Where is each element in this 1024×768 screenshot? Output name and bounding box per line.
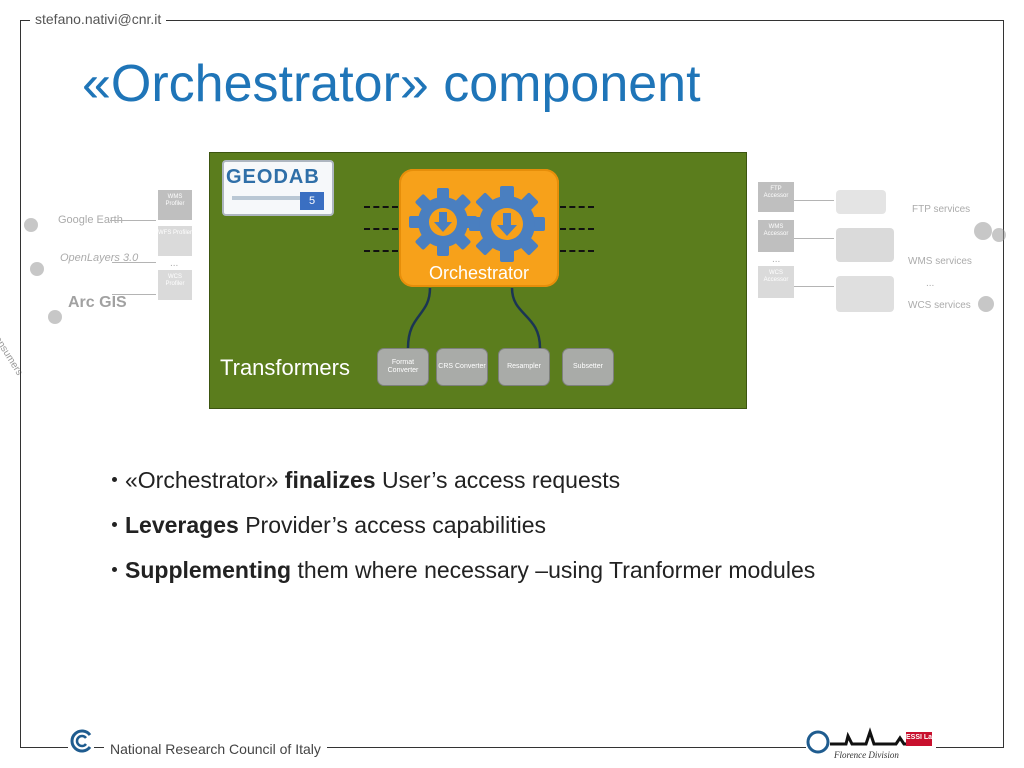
provider-user-icon	[974, 222, 992, 240]
bullet-text: Provider’s access capabilities	[238, 512, 547, 538]
geodab-logo-tagline	[232, 196, 322, 200]
client-arcgis: Arc GIS	[68, 294, 127, 311]
accessor-ellipsis: ...	[772, 254, 781, 265]
connector-line	[794, 200, 834, 201]
bullet-item: «Orchestrator» finalizes User’s access r…	[112, 458, 815, 503]
frame-top-line	[20, 20, 1004, 21]
bullet-bold-text: finalizes	[284, 467, 376, 493]
accessor-wcs: WCS Accessor	[758, 266, 794, 298]
client-google-earth: Google Earth	[58, 214, 123, 226]
bullet-text: User’s access requests	[375, 467, 621, 493]
bullet-list: «Orchestrator» finalizes User’s access r…	[112, 458, 815, 593]
consumers-section: Data consumers Google Earth OpenLayers 3…	[0, 170, 205, 380]
bullet-text: them where necessary –using Tranformer m…	[291, 557, 816, 583]
transformer-resampler: Resampler	[498, 348, 550, 386]
server-cluster-icon	[836, 228, 894, 262]
dashed-line	[560, 250, 594, 252]
bullet-item: Leverages Provider’s access capabilities	[112, 503, 815, 548]
service-wcs: WCS services	[908, 300, 971, 311]
bullet-dot	[112, 567, 117, 573]
frame-left-line	[20, 20, 21, 748]
connector-line	[112, 262, 156, 263]
bullet-text: «Orchestrator»	[125, 467, 285, 493]
server-cluster-icon	[836, 276, 894, 312]
dashed-line	[364, 228, 398, 230]
footer-organization: National Research Council of Italy	[104, 740, 327, 758]
frame-bottom-line	[20, 747, 1004, 748]
bullet-bold-text: Leverages	[125, 512, 239, 538]
gears-icon	[409, 186, 545, 262]
connector-line	[794, 286, 834, 287]
connector-line	[112, 294, 156, 295]
orchestrator-label: Orchestrator	[428, 263, 530, 283]
profiler-wms: WMS Profiler	[158, 190, 192, 220]
florence-division-logo: Florence Division	[806, 722, 936, 762]
transformers-label: Transformers	[220, 355, 350, 380]
dashed-line	[560, 206, 594, 208]
bullet-item: Supplementing them where necessary –usin…	[112, 548, 815, 593]
bullet-bold-text: Supplementing	[125, 557, 292, 583]
server-cluster-icon	[836, 190, 886, 214]
transformer-subsetter: Subsetter	[562, 348, 614, 386]
geodab-logo-badge: 5	[300, 192, 324, 210]
cable-connectors	[406, 287, 542, 349]
user-icon	[24, 218, 38, 232]
service-ftp: FTP services	[912, 204, 971, 215]
connector-line	[794, 238, 834, 239]
user-icon	[48, 310, 62, 324]
user-icon	[30, 262, 44, 276]
dashed-line	[364, 250, 398, 252]
svg-text:Florence Division: Florence Division	[833, 750, 899, 760]
connector-line	[110, 220, 156, 221]
slide-title: «Orchestrator» component	[82, 55, 701, 113]
essi-lab-text: ESSI Lab	[906, 734, 937, 741]
gear-icon	[469, 186, 545, 262]
bullet-dot	[112, 477, 117, 483]
gear-icon	[409, 188, 477, 256]
providers-section: FTP Accessor WMS Accessor ... WCS Access…	[752, 178, 1024, 338]
service-wms: WMS services	[908, 256, 972, 267]
provider-user-icon	[978, 296, 994, 312]
profiler-ellipsis: ...	[170, 258, 179, 269]
transformer-format-converter: Format Converter	[377, 348, 429, 386]
accessor-ftp: FTP Accessor	[758, 182, 794, 212]
bullet-dot	[112, 522, 117, 528]
dashed-line	[364, 206, 398, 208]
profiler-wcs: WCS Profiler	[158, 270, 192, 300]
cnr-logo	[68, 729, 94, 753]
header-email: stefano.nativi@cnr.it	[30, 10, 167, 28]
frame-right-line	[1003, 20, 1004, 748]
dashed-line	[560, 228, 594, 230]
consumers-rotated-label: Data consumers	[0, 310, 25, 378]
client-openlayers: OpenLayers 3.0	[60, 252, 139, 264]
provider-user-icon	[992, 228, 1006, 242]
geodab-logo-text: GEODAB	[226, 166, 320, 188]
profiler-wfs: WFS Profiler	[158, 226, 192, 256]
transformer-crs-converter: CRS Converter	[436, 348, 488, 386]
accessor-wms: WMS Accessor	[758, 220, 794, 252]
service-ellipsis: ...	[926, 278, 935, 289]
